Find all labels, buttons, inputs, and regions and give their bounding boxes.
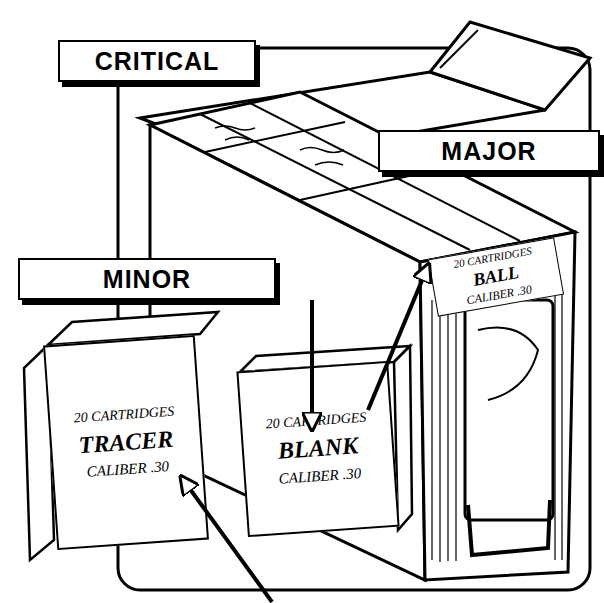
severity-label: MAJOR	[441, 137, 536, 166]
severity-banner: MAJOR	[378, 130, 600, 172]
severity-banner: CRITICAL	[58, 40, 256, 82]
leader-arrow	[310, 300, 314, 428]
carton-text: 20 CARTRIDGES	[73, 403, 175, 427]
can-front	[420, 232, 575, 580]
cartridge-carton: 20 CARTRIDGESBLANKCALIBER .30	[236, 361, 399, 537]
cartridge-carton: 20 CARTRIDGESTRACERCALIBER .30	[43, 335, 209, 550]
carton-text: TRACER	[78, 424, 174, 459]
carton-divider	[300, 168, 445, 200]
upside-down-carton-print	[215, 126, 344, 165]
open-lid	[430, 22, 590, 110]
severity-banner: MINOR	[18, 258, 276, 300]
carton-text: BLANK	[277, 431, 359, 465]
can-latch	[465, 300, 553, 520]
severity-label: CRITICAL	[95, 47, 220, 76]
carton-text: 20 CARTRIDGES	[265, 410, 367, 434]
carton-text: CALIBER .30	[278, 464, 362, 488]
severity-label: MINOR	[103, 265, 191, 294]
can-shading	[432, 290, 562, 562]
leader-arrow	[368, 266, 428, 410]
can-handle	[468, 500, 550, 555]
lid-edge	[440, 30, 478, 68]
leader-arrow	[182, 478, 272, 602]
latch-detail	[478, 328, 538, 401]
carton-text: CALIBER .30	[86, 457, 170, 481]
